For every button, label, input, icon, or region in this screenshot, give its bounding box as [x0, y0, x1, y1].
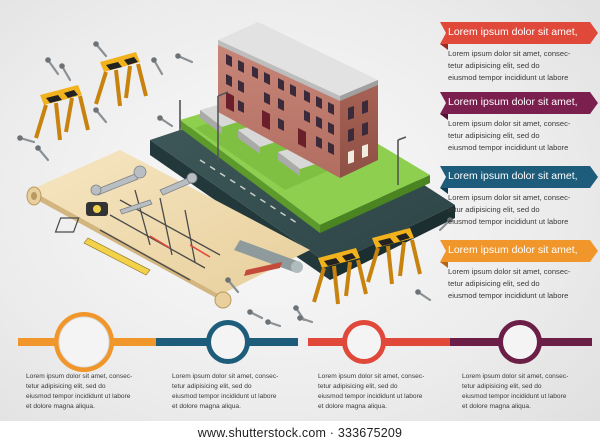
paragraph-line: tetur adipisicing elit, sed do — [448, 279, 540, 288]
paragraph-line: et dolore magna aliqua. — [172, 403, 241, 410]
paragraph-line: tetur adipisicing elit, sed do — [462, 383, 542, 390]
banner-2-shape — [440, 92, 598, 120]
paragraph-line: tetur adipisicing elit, sed do — [172, 383, 252, 390]
banner-2-title: Lorem ipsum dolor sit amet, — [448, 96, 578, 108]
timeline-paragraph-4: Lorem ipsum dolor sit amet, consec- tetu… — [462, 372, 568, 412]
timeline-node-4 — [498, 320, 542, 364]
timeline-node-3 — [342, 320, 386, 364]
banner-4-paragraph: Lorem ipsum dolor sit amet, consec- tetu… — [448, 266, 570, 302]
paragraph-line: tetur adipisicing elit, sed do — [448, 205, 540, 214]
paragraph-line: eiusmod tempor incididunt ut labore — [172, 393, 277, 400]
timeline — [18, 312, 592, 372]
wrench-icon — [90, 165, 198, 215]
paragraph-line: tetur adipisicing elit, sed do — [318, 383, 398, 390]
paragraph-line: tetur adipisicing elit, sed do — [448, 61, 540, 70]
paragraph-line: Lorem ipsum dolor sit amet, consec- — [448, 267, 571, 276]
paragraph-line: tetur adipisicing elit, sed do — [448, 131, 540, 140]
construction-barrier-icon — [34, 52, 422, 305]
watermark-bar — [0, 421, 600, 444]
banner-2-paragraph: Lorem ipsum dolor sit amet, consec- tetu… — [448, 118, 570, 154]
timeline-node-1 — [54, 312, 114, 372]
paragraph-line: Lorem ipsum dolor sit amet, consec- — [462, 373, 569, 380]
paragraph-line: et dolore magna aliqua. — [462, 403, 531, 410]
pipe-roll — [234, 240, 303, 276]
paragraph-line: Lorem ipsum dolor sit amet, consec- — [172, 373, 279, 380]
paragraph-line: eiusmod tempor incididunt ut labore — [318, 393, 423, 400]
paragraph-line: Lorem ipsum dolor sit amet, consec- — [448, 49, 571, 58]
banner-shapes — [440, 22, 598, 268]
apartment-building-icon — [218, 22, 378, 178]
paragraph-line: eiusmod tempor incididunt ut labore — [448, 217, 569, 226]
paragraph-line: Lorem ipsum dolor sit amet, consec- — [448, 119, 571, 128]
paragraph-line: Lorem ipsum dolor sit amet, consec- — [26, 373, 133, 380]
paragraph-line: eiusmod tempor incididunt ut labore — [448, 143, 569, 152]
paragraph-line: eiusmod tempor incididunt ut labore — [448, 291, 569, 300]
blueprint-roll-icon — [26, 150, 310, 309]
paragraph-line: tetur adipisicing elit, sed do — [26, 383, 106, 390]
banner-1-shape — [440, 22, 598, 50]
banner-4-shape — [440, 240, 598, 268]
timeline-paragraph-3: Lorem ipsum dolor sit amet, consec- tetu… — [318, 372, 424, 412]
paragraph-line: eiusmod tempor incididunt ut labore — [448, 73, 569, 82]
banner-1-title: Lorem ipsum dolor sit amet, — [448, 26, 578, 38]
banner-3-paragraph: Lorem ipsum dolor sit amet, consec- tetu… — [448, 192, 570, 228]
paragraph-line: et dolore magna aliqua. — [26, 403, 95, 410]
banner-3-title: Lorem ipsum dolor sit amet, — [448, 170, 578, 182]
paragraph-line: eiusmod tempor incididunt ut labore — [26, 393, 131, 400]
banner-1-paragraph: Lorem ipsum dolor sit amet, consec- tetu… — [448, 48, 570, 84]
paragraph-line: et dolore magna aliqua. — [318, 403, 387, 410]
street-lamp-icon — [179, 91, 407, 185]
timeline-paragraph-2: Lorem ipsum dolor sit amet, consec- tetu… — [172, 372, 278, 412]
timeline-node-2 — [206, 320, 250, 364]
paragraph-line: eiusmod tempor incididunt ut labore — [462, 393, 567, 400]
banner-4-title: Lorem ipsum dolor sit amet, — [448, 244, 578, 256]
paragraph-line: Lorem ipsum dolor sit amet, consec- — [448, 193, 571, 202]
paragraph-line: Lorem ipsum dolor sit amet, consec- — [318, 373, 425, 380]
timeline-paragraph-1: Lorem ipsum dolor sit amet, consec- tetu… — [26, 372, 132, 412]
banner-3-shape — [440, 166, 598, 194]
watermark-text: www.shutterstock.com · 333675209 — [197, 426, 403, 440]
